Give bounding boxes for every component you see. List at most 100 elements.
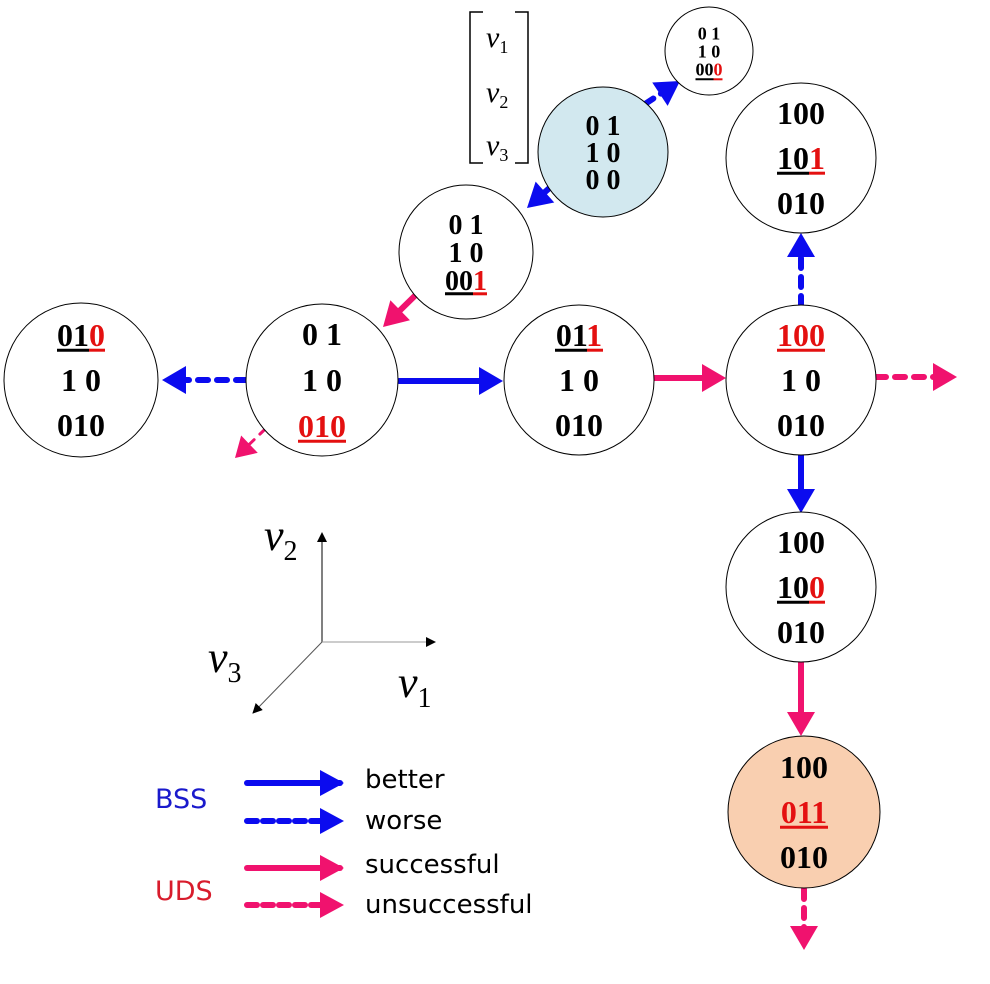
state-row: 100 (780, 749, 828, 785)
state-row-black: 010 (777, 407, 825, 443)
legend-group-uds: UDS (155, 876, 213, 907)
right-bracket (515, 11, 529, 164)
state-row: 010 (298, 408, 346, 444)
edge-arrowhead (162, 366, 186, 394)
axis-label-v2: v2 (264, 511, 298, 567)
edge-bss-worse (787, 233, 815, 309)
edge-arrowhead (933, 363, 957, 391)
state-row: 1 0 (586, 138, 621, 169)
state-row: 011 (556, 317, 602, 353)
edge-bss-better (396, 367, 503, 395)
state-circle (664, 6, 754, 96)
state-row-black: 00 (445, 266, 473, 297)
state-row-red: 0 (809, 569, 825, 605)
state-row-black: 1 0 (61, 362, 101, 398)
edge-arrowhead (235, 435, 258, 458)
state-row: 0 1 (302, 316, 342, 352)
edge-arrowhead (787, 489, 815, 513)
state-circle (725, 511, 877, 663)
left-bracket (469, 11, 483, 164)
state-row: 0 1 (449, 210, 484, 241)
state-node-n011_010: 011 1 0 010 (503, 304, 655, 456)
state-circle (503, 304, 655, 456)
edge-bss-worse (642, 81, 680, 107)
state-row-black: 010 (555, 407, 603, 443)
state-row: 100 (777, 569, 825, 605)
state-circle (3, 302, 159, 458)
edge-arrowhead (790, 926, 818, 950)
state-row: 010 (555, 407, 603, 443)
state-node-n100_10_010: 100 1 0 010 (725, 304, 877, 456)
edge-uds-unsuccessful (873, 363, 957, 391)
state-row-black: 1 0 (559, 362, 599, 398)
state-row-black: 0 1 (586, 111, 621, 142)
vector-v3: v3 (486, 129, 508, 165)
state-row: 1 0 (781, 362, 821, 398)
state-circle (725, 82, 877, 234)
state-row: 010 (777, 407, 825, 443)
state-row: 1 0 (449, 238, 484, 269)
edge-line (642, 90, 665, 107)
edges (162, 81, 957, 950)
vector-v2: v2 (486, 76, 508, 112)
state-row-black: 10 (777, 569, 809, 605)
state-row-red: 010 (298, 408, 346, 444)
edge-arrowhead (787, 233, 815, 257)
state-row: 1 0 (302, 362, 342, 398)
state-row: 001 (445, 266, 487, 297)
legend-bss-worse-arrowhead (320, 808, 344, 834)
edge-bss-better (787, 450, 815, 513)
axis-v3-line (252, 641, 323, 714)
state-row: 0 1 (586, 111, 621, 142)
legend-uds-successful-arrowhead (320, 855, 344, 881)
legend-group-bss: BSS (155, 784, 207, 815)
edge-arrowhead (383, 300, 410, 327)
legend: BSS UDS better worse successful unsucces… (155, 765, 533, 920)
state-row-red: 1 (586, 317, 602, 353)
legend-bss-worse-label: worse (365, 806, 442, 836)
state-row-black: 100 (777, 95, 825, 131)
vector-v1: v1 (486, 21, 508, 57)
state-row-black: 0 1 (302, 316, 342, 352)
state-row-red: 0 (89, 317, 105, 353)
axis-label-v3: v3 (208, 633, 242, 689)
state-row: 010 (777, 614, 825, 650)
vector-label: v1 v2 v3 (469, 11, 529, 165)
state-row-red: 100 (777, 317, 825, 353)
edge-arrowhead (702, 364, 726, 392)
state-row: 100 (777, 317, 825, 353)
state-row: 1 0 (559, 362, 599, 398)
state-row: 0 1 (698, 23, 721, 43)
state-row: 010 (57, 317, 105, 353)
legend-uds-unsuccessful-arrowhead (320, 892, 344, 918)
axis-label-v1: v1 (398, 658, 432, 714)
state-row-red: 0 (714, 59, 723, 79)
state-row-black: 0 1 (449, 210, 484, 241)
state-row-black: 1 0 (698, 41, 721, 61)
state-row: 010 (777, 185, 825, 221)
state-row-black: 100 (780, 749, 828, 785)
state-row-red: 1 (809, 140, 825, 176)
state-row-red: 1 (473, 266, 487, 297)
state-row: 1 0 (698, 41, 721, 61)
edge-bss-worse (162, 366, 249, 394)
state-row-black: 10 (777, 140, 809, 176)
state-node-start: 0 11 00 0 (537, 86, 669, 218)
edge-arrowhead (479, 367, 503, 395)
state-circle (398, 184, 534, 320)
state-row-black: 100 (777, 524, 825, 560)
edge-uds-successful (787, 659, 815, 736)
state-row-black: 010 (777, 614, 825, 650)
state-row-black: 1 0 (302, 362, 342, 398)
state-row-black: 00 (696, 59, 714, 79)
state-circle (245, 303, 399, 457)
state-circle (727, 735, 881, 889)
edge-arrowhead (652, 81, 680, 106)
